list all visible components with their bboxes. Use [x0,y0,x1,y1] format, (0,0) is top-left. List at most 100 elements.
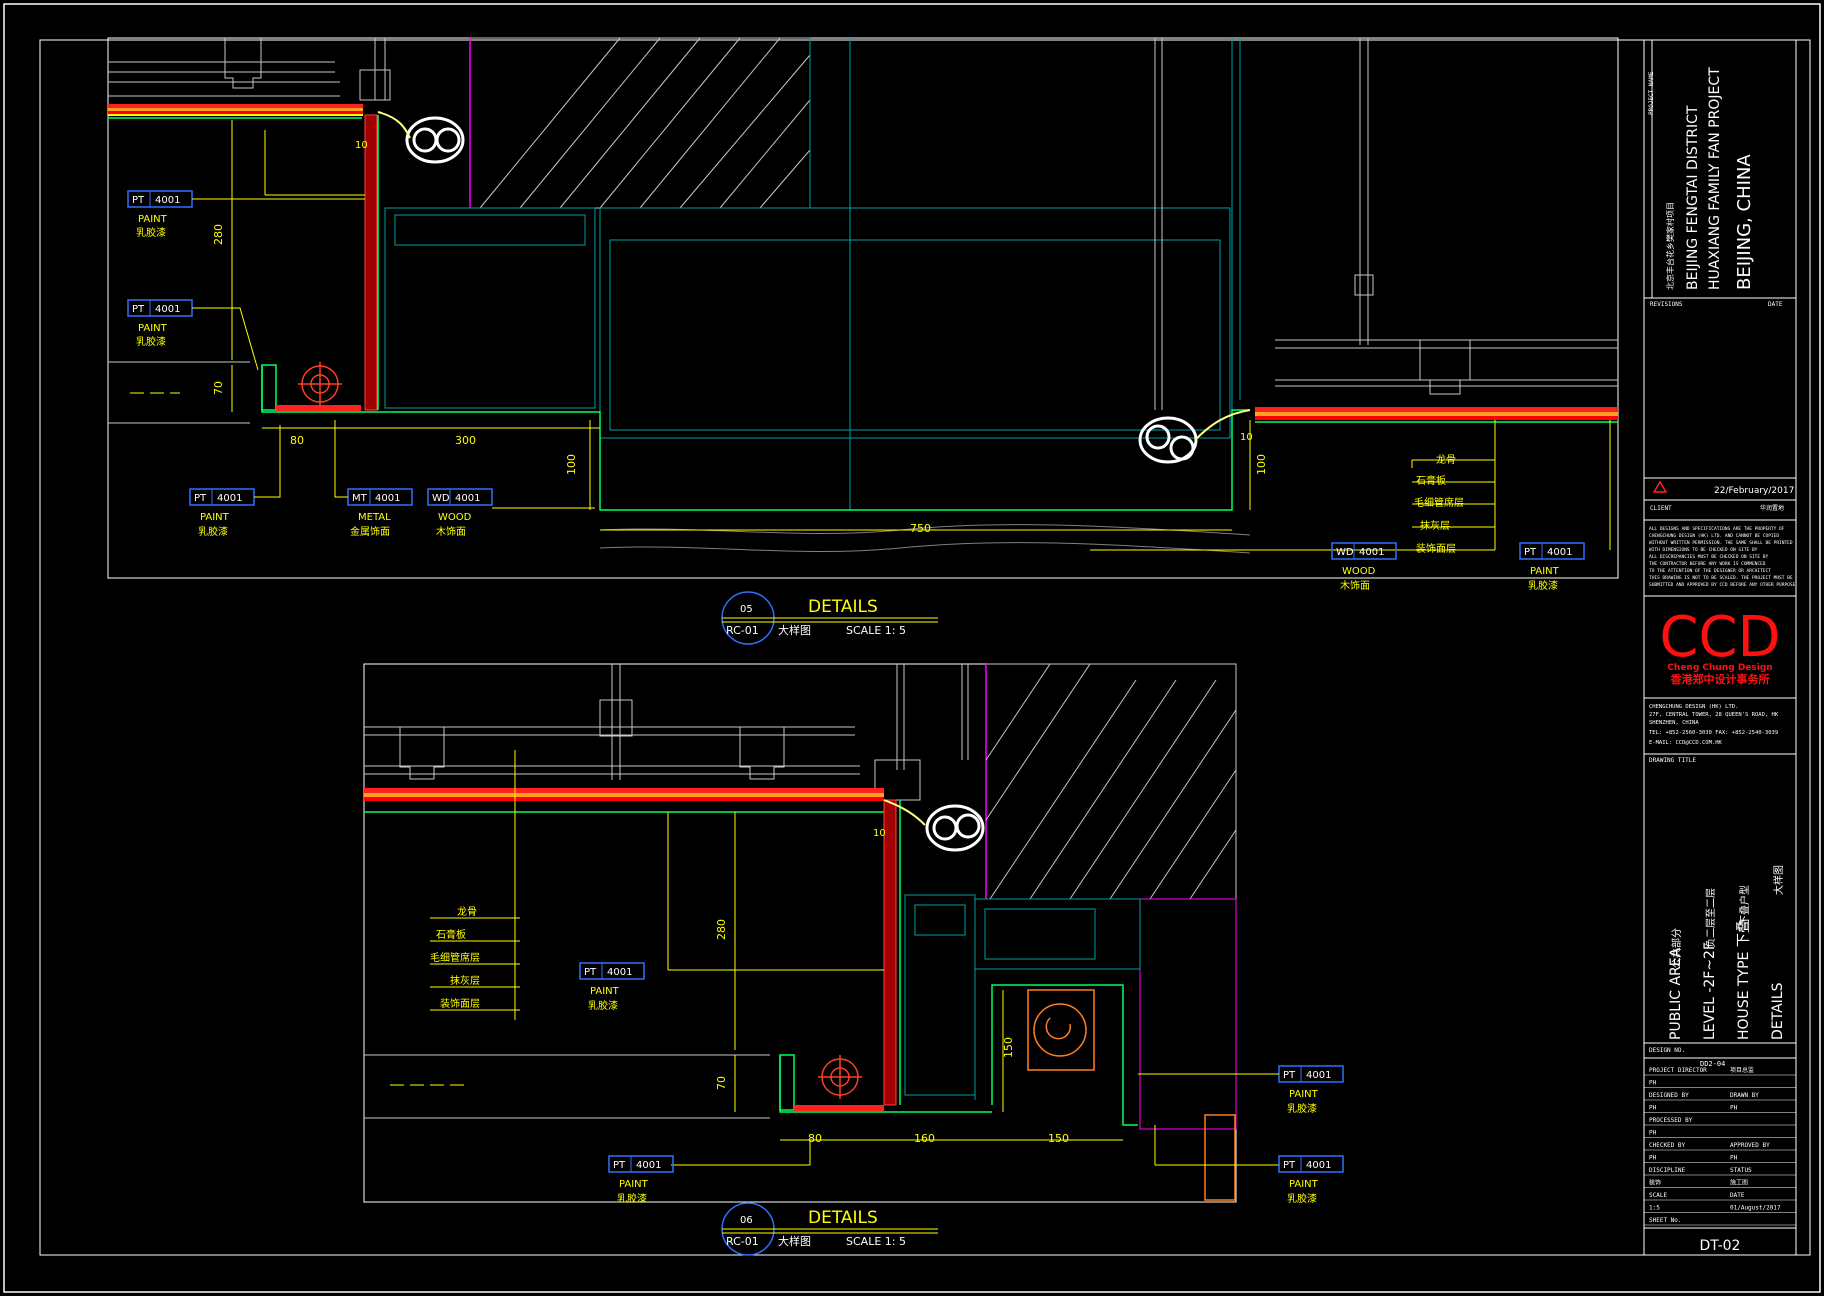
callout-06-title: DETAILS [808,1208,878,1228]
dim-80-b: 80 [808,1132,822,1145]
notice-line-5: ALL DISCREPANCIES MUST BE CHECKED ON SIT… [1649,554,1768,560]
tag-pt-7-label: PAINT [619,1179,649,1190]
tag-wd-1-number: 4001 [455,493,480,504]
dim-70-a: 70 [212,381,225,395]
callout-06-number: 06 [740,1215,753,1226]
tag-mt-code: MT [352,493,368,504]
title-details-cn: 大样图 [1772,865,1785,895]
notice-block: ALL DESIGNS AND SPECIFICATIONS ARE THE P… [1649,526,1796,588]
callout-06-cn: 大样图 [778,1234,811,1248]
tag-pt-2-number: 4001 [155,304,180,315]
tag-pt-4-code: PT [1524,547,1537,558]
title-level: LEVEL -2F~2F [1702,942,1718,1040]
design-no-label: DESIGN NO. [1649,1047,1685,1054]
tag-pt-1-code: PT [132,195,145,206]
inner-border [39,39,1811,1256]
tag-pt-6-code: PT [1283,1070,1296,1081]
notice-line-4: WITH DIMENSIONS TO BE CHECKED ON SITE BY [1649,547,1758,553]
tag-wd-1-code: WD [432,493,450,504]
title-block-row-field: SCALE [1649,1192,1667,1199]
layer-3-label-b: 毛细管席层 [430,951,480,964]
callout-06-scale: SCALE 1: 5 [846,1235,906,1248]
dim-70-b: 70 [715,1076,728,1090]
tag-pt-2-cn: 乳胶漆 [136,335,166,348]
tag-pt-7-code: PT [613,1160,626,1171]
title-house-type-cn: 下叠户型 [1738,885,1751,925]
ccd-logo-en: Cheng Chung Design [1667,663,1772,673]
tag-wd-1-cn: 木饰面 [436,525,466,538]
dim-100-b: 100 [1255,454,1268,475]
title-house-type: HOUSE TYPE 下叠 [1736,919,1752,1040]
layer-5-label-b: 装饰面层 [440,997,480,1010]
tag-pt-8-code: PT [1283,1160,1296,1171]
tag-pt-5-label: PAINT [590,986,620,997]
detail-06-annotations: 280 70 80 160 150 150 10 龙骨 石膏板 毛细管席层 抹灰… [430,828,1344,1205]
dim-10-b: 10 [1240,432,1253,443]
title-block-row-field: PH [1649,1130,1657,1137]
layer-3-label-a: 毛细管席层 [1414,496,1464,509]
title-public-area-cn: 公共部分 [1670,928,1683,968]
tag-pt-6-cn: 乳胶漆 [1287,1102,1317,1115]
client-value: 华润置地 [1760,504,1784,512]
project-name-cn: 北京丰台花乡樊家村项目 [1665,202,1675,290]
revision-triangle-icon [1652,480,1668,493]
layer-1-label-a: 龙骨 [1436,453,1456,466]
title-block-row-field: DESIGNED BY [1649,1092,1689,1099]
sheet-border [3,3,1821,1293]
layer-4-label-a: 抹灰层 [1420,519,1450,532]
tag-pt-6-label: PAINT [1289,1089,1319,1100]
tag-pt-7-number: 4001 [636,1160,661,1171]
company-line-3: SHENZHEN, CHINA [1649,720,1699,726]
title-block-row-value: PH [1730,1105,1738,1112]
title-block-row-value: PH [1730,1155,1738,1162]
callout-05-number: 05 [740,604,753,615]
title-block-row-value: DATE [1730,1192,1745,1199]
tag-pt-2-code: PT [132,304,145,315]
title-block: PROJECT NAME 北京丰台花乡樊家村项目 BEIJING FENGTAI… [1643,39,1797,1256]
title-block-row-value: 施工图 [1730,1179,1748,1187]
title-level-cn: 负二层至二层 [1704,888,1717,948]
notice-line-2: CHENGCHUNG DESIGN (HK) LTD. AND CANNOT B… [1649,533,1779,539]
callout-05-scale: SCALE 1: 5 [846,624,906,637]
company-line-2: 27F, CENTRAL TOWER, 28 QUEEN'S ROAD, HK [1649,712,1779,718]
ccd-logo: CCD [1659,605,1780,670]
title-block-row-field: 装饰 [1649,1179,1661,1187]
title-block-row-field: PROCESSED BY [1649,1117,1693,1124]
title-block-row-value: 01/August/2017 [1730,1205,1781,1212]
tag-pt-5-number: 4001 [607,967,632,978]
callout-05-cn: 大样图 [778,623,811,637]
tag-pt-6-number: 4001 [1306,1070,1331,1081]
project-name-line2: HUAXIANG FAMILY FAN PROJECT [1707,67,1723,290]
title-block-row-value: APPROVED BY [1730,1142,1770,1149]
tag-wd-1-label: WOOD [438,512,472,523]
detail-06-drawing [363,663,1280,1203]
notice-line-7: TO THE ATTENTION OF THE DESIGNER OR ARCH… [1649,568,1771,574]
company-line-4: TEL: +852-2560-3030 FAX: +852-2540-3039 [1649,730,1778,736]
title-block-row-field: CHECKED BY [1649,1142,1686,1149]
title-block-row-field: 1:5 [1649,1205,1660,1212]
dim-300: 300 [455,434,476,447]
tag-pt-5-cn: 乳胶漆 [588,999,618,1012]
title-block-row-value: DRAWN BY [1730,1092,1759,1099]
project-name-line1: BEIJING FENGTAI DISTRICT [1685,105,1701,290]
dim-150-h: 150 [1002,1037,1015,1058]
title-details: DETAILS [1770,982,1786,1040]
tag-pt-7-cn: 乳胶漆 [617,1192,647,1205]
callout-05-ref: RC-01 [726,624,759,637]
client-label: CLIENT [1650,505,1672,512]
notice-line-6: THE CONTRACTOR BEFORE ANY WORK IS COMMEN… [1649,561,1766,567]
tag-pt-3-label: PAINT [200,512,230,523]
tag-mt-number: 4001 [375,493,400,504]
tag-mt-cn: 金属饰面 [350,525,390,538]
design-no-value: DD2-04 [1700,1060,1725,1068]
title-block-row-field: PROJECT DIRECTOR [1649,1067,1707,1074]
tag-wd-2-number: 4001 [1359,547,1384,558]
tag-pt-8-label: PAINT [1289,1179,1319,1190]
drawing-title-label: DRAWING TITLE [1649,757,1696,764]
dim-150-w: 150 [1048,1132,1069,1145]
tag-pt-3-code: PT [194,493,207,504]
dim-10-c: 10 [873,828,886,839]
detail-05-annotations: 280 70 80 300 100 750 100 10 10 PT 4001 … [127,140,1585,592]
dim-280-a: 280 [212,224,225,245]
